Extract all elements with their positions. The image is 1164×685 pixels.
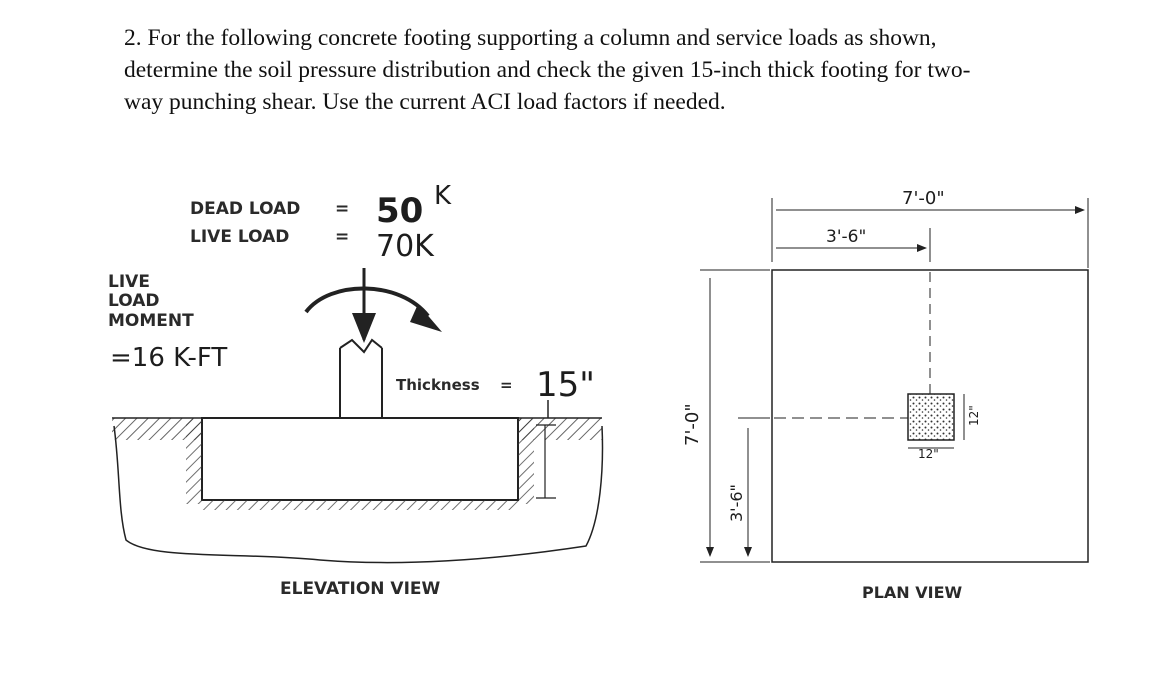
problem-line-3: way punching shear. Use the current ACI … <box>124 89 726 115</box>
moment-arrowhead <box>410 304 442 332</box>
moment-label-load: LOAD <box>108 291 160 311</box>
plan-caption: PLAN VIEW <box>862 583 963 602</box>
ground-hatch-right <box>518 418 602 440</box>
footing-side-hatch-left <box>186 418 202 504</box>
column-dim-x: 12" <box>918 447 939 461</box>
column-dim-y: 12" <box>967 405 981 426</box>
footing-base-hatch <box>202 500 518 510</box>
dead-load-value: 50 <box>376 191 423 231</box>
plan-view: 7'-0" 3'-6" 7'-0" 3'-6" 12" 12" PLAN VIE… <box>682 188 1089 602</box>
problem-line-1: 2. For the following concrete footing su… <box>124 25 937 51</box>
thickness-equals: = <box>500 376 513 394</box>
live-load-equals: = <box>335 227 349 247</box>
elevation-view: DEAD LOAD = 50 K LIVE LOAD = 70K LIVE LO… <box>108 181 604 599</box>
column-section <box>907 393 955 441</box>
half-height-dimension: 3'-6" <box>727 484 746 522</box>
width-dimension: 7'-0" <box>902 188 945 209</box>
problem-line-2: determine the soil pressure distribution… <box>124 57 971 83</box>
moment-label-moment: MOMENT <box>108 311 194 331</box>
footing-outline <box>771 269 1089 563</box>
moment-value: =16 K-FT <box>110 343 227 373</box>
footing <box>201 417 519 501</box>
ground-hatch-left <box>112 418 202 440</box>
live-load-label: LIVE LOAD <box>190 227 289 247</box>
half-width-dimension: 3'-6" <box>826 227 866 247</box>
dead-load-label: DEAD LOAD <box>190 199 300 219</box>
live-load-value: 70K <box>376 229 435 264</box>
dead-load-unit: K <box>434 181 452 211</box>
problem-statement: 2. For the following concrete footing su… <box>124 22 1064 118</box>
soil-outline <box>113 425 604 564</box>
column <box>339 338 383 418</box>
dead-load-equals: = <box>335 199 349 219</box>
moment-arc <box>304 286 430 318</box>
moment-label-live: LIVE <box>108 272 150 292</box>
height-dimension: 7'-0" <box>682 403 703 446</box>
thickness-label: Thickness <box>396 376 480 394</box>
elevation-caption: ELEVATION VIEW <box>280 579 441 599</box>
thickness-value: 15" <box>536 365 595 405</box>
footing-side-hatch-right <box>518 418 534 504</box>
